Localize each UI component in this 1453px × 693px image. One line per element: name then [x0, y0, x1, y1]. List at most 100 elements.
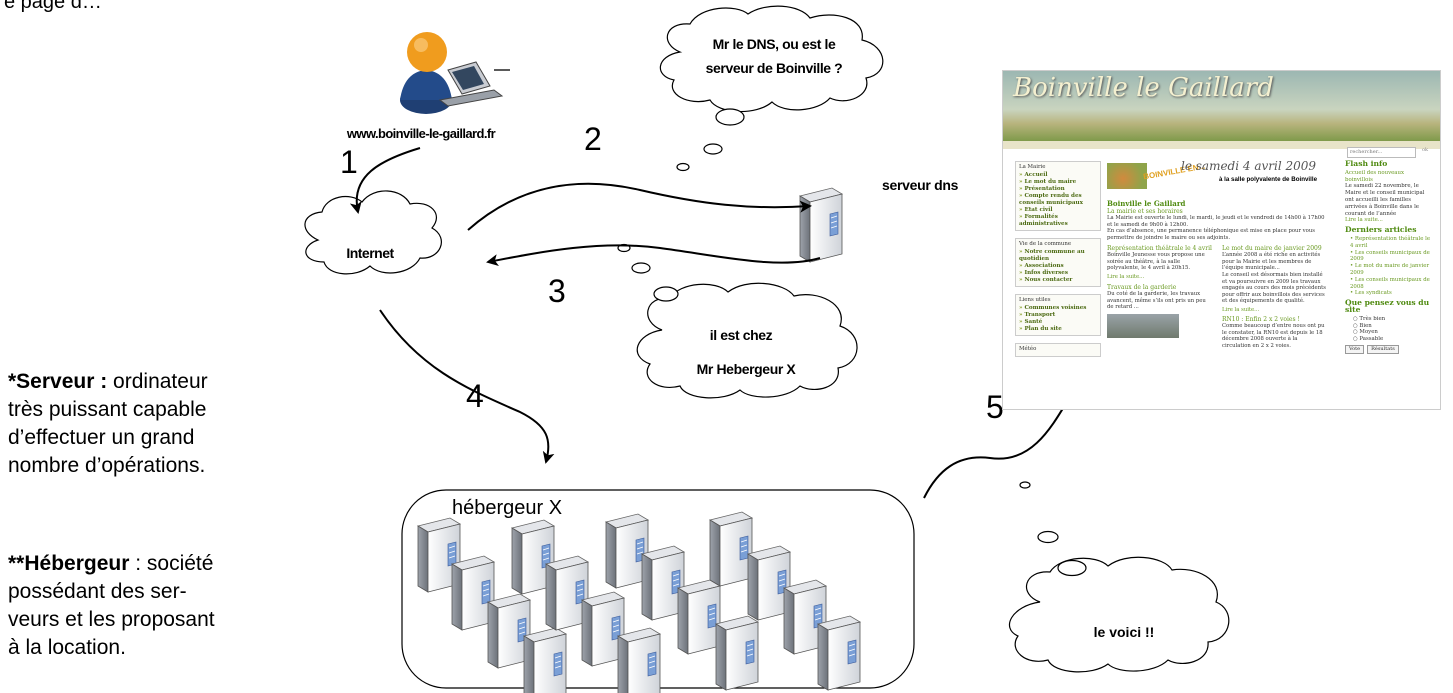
definition-serveur-line: nombre d’opérations.	[8, 454, 206, 477]
poll-option[interactable]: Passable	[1353, 336, 1383, 342]
step-number-3: 3	[548, 273, 566, 309]
news-title[interactable]: RN10 : Enfin 2 x 2 voies !	[1222, 315, 1300, 323]
poll-option[interactable]: Moyen	[1353, 329, 1378, 335]
server-icon	[677, 579, 721, 655]
definition-hebergeur: **Hébergeur : société possédant des ser-…	[8, 550, 215, 662]
menu-box-title: Météo	[1019, 346, 1037, 352]
server-icon	[817, 615, 861, 691]
menu-item[interactable]: Accueil	[1019, 172, 1097, 179]
main-subtitle: La mairie et ses horaires	[1107, 207, 1183, 215]
dns-question-bubble	[659, 5, 884, 113]
news-title[interactable]: Le mot du maire de janvier 2009	[1222, 244, 1322, 252]
menu-item[interactable]: Le mot du maire	[1019, 179, 1097, 186]
site-left-menu: La Mairie Accueil Le mot du maire Présen…	[1015, 161, 1101, 364]
definition-hebergeur-line: veurs et les proposant	[8, 608, 215, 631]
article-link[interactable]: Représentation théâtrale le 4 avril	[1345, 236, 1431, 250]
menu-box-title: La Mairie	[1019, 164, 1046, 170]
menu-item[interactable]: Communes voisines	[1019, 305, 1097, 312]
definition-hebergeur-line: à la location.	[8, 636, 126, 659]
reply-label: le voici !!	[1094, 624, 1155, 640]
arrow-step-4	[379, 309, 555, 464]
news-photo	[1107, 313, 1179, 338]
dns-question-line1: Mr le DNS, ou est le	[713, 36, 836, 52]
article-link[interactable]: Les conseils municipaux de 2009	[1345, 250, 1431, 264]
server-icon	[709, 511, 753, 587]
news-col-1: Représentation théâtrale le 4 avril Boin…	[1107, 244, 1212, 350]
flash-subtitle[interactable]: Accueil des nouveaux boinvillois	[1345, 169, 1405, 183]
news-text: L’année 2008 a été riche en activités po…	[1222, 252, 1321, 272]
arrow-step-3	[486, 244, 821, 267]
site-right-column: Flash info Accueil des nouveaux boinvill…	[1345, 159, 1431, 354]
dns-answer-bubble	[636, 282, 858, 399]
news-title[interactable]: Travaux de la garderie	[1107, 283, 1177, 291]
event-banner-date: le samedi 4 avril 2009	[1181, 159, 1317, 173]
site-navbar	[1003, 141, 1440, 149]
menu-item[interactable]: Présentation	[1019, 186, 1097, 193]
main-title: Boinville le Gaillard	[1107, 199, 1186, 208]
vote-button[interactable]: Vote	[1345, 344, 1365, 354]
event-banner-place: à la salle polyvalente de Boinville	[1219, 176, 1318, 183]
main-text: La Mairie est ouverte le lundi, le mardi…	[1107, 215, 1325, 228]
user-computer-icon	[400, 32, 510, 114]
internet-cloud	[304, 190, 442, 275]
menu-item[interactable]: Notre commune au quotidien	[1019, 249, 1097, 263]
flash-title: Flash info	[1345, 159, 1388, 168]
definition-hebergeur-line: possédant des ser-	[8, 580, 187, 603]
event-banner[interactable]: BOINVILLE EN... le samedi 4 avril 2009 à…	[1107, 159, 1327, 199]
news-text: Boinville Jeunesse vous propose une soir…	[1107, 252, 1205, 272]
menu-box-vie: Vie de la commune Notre commune au quoti…	[1015, 238, 1101, 287]
event-banner-image	[1107, 163, 1147, 189]
internet-label: Internet	[346, 245, 394, 261]
menu-box-title: Vie de la commune	[1019, 241, 1072, 247]
website-screenshot: Boinville le Gaillard rechercher... ok L…	[1002, 70, 1441, 410]
definition-hebergeur-term: **Hébergeur	[8, 552, 130, 575]
article-link[interactable]: Les conseils municipaux de 2008	[1345, 277, 1431, 291]
main-text-2: En cas d’absence, une permanence télépho…	[1107, 228, 1315, 241]
site-main-content: BOINVILLE EN... le samedi 4 avril 2009 à…	[1107, 159, 1327, 350]
article-link[interactable]: Les syndicats	[1345, 290, 1431, 297]
arrow-step-1	[349, 147, 421, 214]
definition-serveur: *Serveur : ordinateur très puissant capa…	[8, 368, 208, 480]
menu-item[interactable]: Santé	[1019, 319, 1097, 326]
menu-item[interactable]: Formalités administratives	[1019, 214, 1097, 228]
poll-option[interactable]: Bien	[1353, 323, 1372, 329]
flash-more-link[interactable]: Lire la suite...	[1345, 217, 1383, 224]
site-search-button[interactable]: ok	[1421, 147, 1428, 153]
step-number-2: 2	[584, 121, 602, 157]
read-more-link[interactable]: Lire la suite...	[1222, 306, 1260, 313]
article-link[interactable]: Le mot du maire de janvier 2009	[1345, 263, 1431, 277]
news-col-2: Le mot du maire de janvier 2009 L’année …	[1222, 244, 1327, 350]
menu-box-liens: Liens utiles Communes voisines Transport…	[1015, 294, 1101, 336]
news-title[interactable]: Représentation théâtrale le 4 avril	[1107, 244, 1212, 252]
server-icon	[523, 627, 567, 693]
menu-item[interactable]: Nous contacter	[1019, 277, 1097, 284]
thought-dots-question	[676, 108, 745, 172]
menu-item[interactable]: Etat civil	[1019, 207, 1097, 214]
menu-item[interactable]: Associations	[1019, 263, 1097, 270]
read-more-link[interactable]: Lire la suite...	[1107, 273, 1145, 280]
menu-item[interactable]: Plan du site	[1019, 326, 1097, 333]
step-number-1: 1	[340, 144, 358, 180]
menu-box-meteo: Météo	[1015, 343, 1101, 357]
definition-serveur-line: ordinateur	[107, 370, 208, 393]
dns-server-label: serveur dns	[882, 177, 959, 193]
site-search-input[interactable]: rechercher...	[1347, 147, 1416, 158]
definition-serveur-term: *Serveur :	[8, 370, 108, 393]
dns-server-icon	[799, 187, 843, 263]
poll-options: Très bien Bien Moyen Passable	[1353, 316, 1431, 343]
menu-item[interactable]: Infos diverses	[1019, 270, 1097, 277]
menu-item[interactable]: Transport	[1019, 312, 1097, 319]
poll-option[interactable]: Très bien	[1353, 316, 1385, 322]
definition-hebergeur-line: : société	[129, 552, 214, 575]
menu-item[interactable]: Compte rendu des conseils municipaux	[1019, 193, 1097, 207]
dns-answer-line1: il est chez	[710, 327, 773, 343]
definition-serveur-line: très puissant capable	[8, 398, 207, 421]
results-button[interactable]: Résultats	[1367, 344, 1399, 354]
thought-dots-answer	[617, 243, 679, 302]
poll-title: Que pensez vous du site	[1345, 298, 1430, 314]
dns-question-line2: serveur de Boinville ?	[706, 60, 843, 76]
arrow-step-2	[467, 182, 812, 231]
definition-serveur-line: d’effectuer un grand	[8, 426, 195, 449]
dns-answer-line2: Mr Hebergeur X	[697, 361, 797, 377]
